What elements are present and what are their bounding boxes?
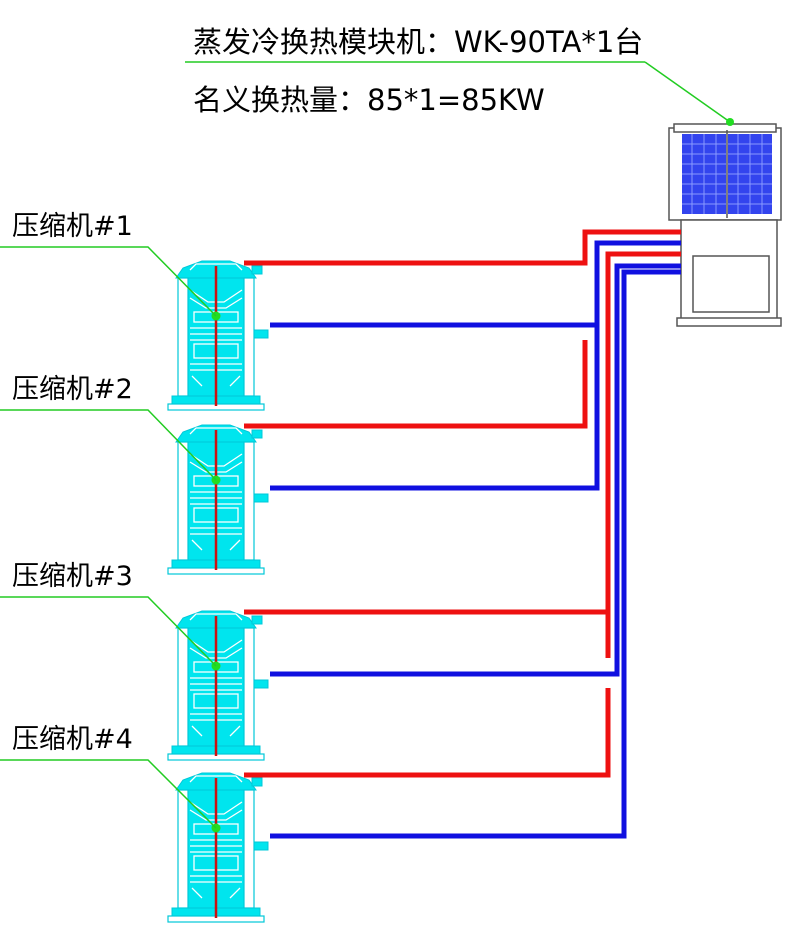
supply-lines-red [244,229,681,778]
module-leader-line [644,61,731,123]
heat-capacity-text: 名义换热量：85*1=85KW [193,83,545,117]
compressor-4-label: 压缩机#4 [12,724,133,755]
compressor-3-leader [0,596,217,667]
compressor-1-label: 压缩机#1 [12,211,133,242]
evaporative-cooling-module-icon [668,118,782,327]
compressor-2-label: 压缩机#2 [12,374,133,405]
module-model-text: 蒸发冷换热模块机：WK-90TA*1台 [193,25,643,59]
compressor-2 [166,423,270,576]
scroll-compressor-icon [166,423,270,576]
compressor-4-leader [0,759,217,829]
compressor-1-leader [0,246,217,317]
return-lines-blue [270,240,681,839]
compressor-2-leader [0,409,217,481]
compressor-3-label: 压缩机#3 [12,561,133,592]
